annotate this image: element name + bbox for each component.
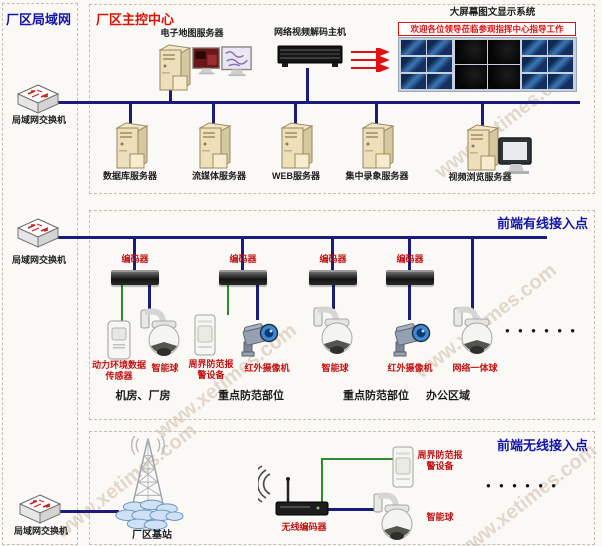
server-tower-icon	[461, 122, 501, 174]
arrows-icon	[349, 48, 391, 72]
server-link	[375, 101, 378, 124]
server-tower-icon	[110, 120, 150, 172]
lan-column-box	[2, 3, 78, 545]
camera-link	[148, 283, 151, 311]
map-server-label: 电子地图服务器	[160, 28, 224, 38]
server-label: 视频浏览服务器	[448, 172, 512, 182]
server-tower-icon	[356, 120, 396, 172]
wired-access-box	[89, 210, 595, 420]
lan-switch-icon	[16, 84, 60, 114]
encoder-label: 编码器	[229, 254, 257, 264]
decoder-link	[306, 68, 309, 102]
encoder-link	[241, 236, 244, 270]
wired-bus-line	[47, 236, 547, 239]
encoder-label: 编码器	[121, 254, 149, 264]
encoder-link	[408, 236, 411, 270]
device-label: 智能球	[151, 363, 179, 373]
wireless-alarm-link	[321, 459, 323, 506]
display-wall-title: 大屏幕图文显示系统	[449, 7, 536, 18]
switch-label: 局域网交换机	[11, 115, 66, 125]
base-station-label: 厂区基站	[132, 530, 172, 541]
welcome-banner: 欢迎各位领导莅临参观指挥中心指导工作	[398, 22, 576, 36]
server-link	[294, 101, 297, 124]
decoder-rack-icon	[276, 42, 344, 70]
decoder-label: 网络视频解码主机	[273, 27, 346, 37]
dome-camera-icon	[372, 492, 418, 544]
control-center-title: 厂区主控中心	[96, 12, 175, 27]
switch-label: 局域网交换机	[13, 526, 68, 536]
monitor-red-icon	[192, 47, 221, 76]
encoder-icon	[111, 270, 159, 285]
lan-switch-icon	[16, 218, 60, 248]
device-label: 红外摄像机	[244, 363, 290, 373]
base-station-icon	[112, 436, 184, 532]
switch-label: 局域网交换机	[11, 255, 66, 265]
wireless-section-title: 前端无线接入点	[496, 438, 588, 453]
control-center-box	[89, 4, 595, 194]
device-label: 智能球	[321, 363, 349, 373]
server-label: WEB服务器	[272, 171, 320, 181]
encoder-link	[331, 236, 334, 270]
device-label: 动力环境数据传感器	[92, 360, 147, 381]
encoder-icon	[219, 270, 267, 285]
monitor-plain-icon	[497, 136, 537, 176]
sensor-icon	[106, 320, 132, 360]
dome-camera-label: 智能球	[426, 512, 454, 522]
map-server-link	[169, 86, 172, 102]
server-tower-icon	[153, 42, 193, 94]
server-link	[212, 101, 215, 124]
ellipsis-dots: ● ● ● ● ● ●	[505, 326, 579, 335]
device-label: 周界防范报警设备	[188, 359, 234, 380]
lan-title: 厂区局域网	[6, 12, 72, 27]
device-label: 网络一体球	[452, 363, 498, 373]
ir-camera-icon	[390, 318, 432, 358]
sensor-alarm-link	[121, 283, 123, 321]
area-label: 机房、厂房	[115, 390, 171, 402]
encoder-label: 编码器	[396, 254, 424, 264]
camera-link	[256, 283, 259, 320]
server-label: 数据库服务器	[102, 171, 157, 181]
camera-link	[408, 283, 411, 320]
server-label: 流媒体服务器	[191, 171, 246, 181]
encoder-link	[133, 236, 136, 270]
sensor-alarm-link	[227, 283, 229, 315]
dome-camera-icon	[312, 306, 358, 358]
dome-camera-icon	[139, 308, 185, 360]
wired-section-title: 前端有线接入点	[496, 216, 588, 231]
dome-camera-icon	[452, 306, 498, 358]
area-label: 重点防范部位	[218, 390, 284, 402]
network-dome-link	[471, 236, 474, 310]
ir-camera-icon	[238, 318, 280, 358]
encoder-icon	[386, 270, 434, 285]
top-bus-line	[47, 101, 580, 104]
encoder-label: 编码器	[319, 254, 347, 264]
server-tower-icon	[193, 120, 233, 172]
server-link	[481, 101, 484, 126]
perimeter-alarm-label: 周界防范报警设备	[417, 450, 463, 471]
wifi-router-icon	[258, 462, 330, 522]
wireless-camera-link	[325, 508, 377, 511]
server-label: 集中录象服务器	[345, 171, 409, 181]
server-tower-icon	[275, 120, 315, 172]
encoder-icon	[309, 270, 357, 285]
lan-switch-icon	[18, 494, 62, 524]
area-label: 办公区域	[426, 390, 470, 402]
server-link	[129, 101, 132, 124]
camera-link	[332, 283, 335, 309]
area-label: 重点防范部位	[343, 390, 409, 402]
base-station-link	[57, 510, 119, 513]
ellipsis-dots: ● ● ● ● ● ●	[486, 481, 560, 490]
video-wall-icon	[398, 37, 577, 92]
alarm-box-icon	[391, 446, 415, 488]
wireless-alarm-link	[321, 458, 393, 460]
wireless-access-box	[89, 431, 595, 545]
device-label: 红外摄像机	[387, 363, 433, 373]
wireless-encoder-label: 无线编码器	[281, 522, 327, 532]
alarm-box-icon	[193, 314, 217, 356]
monitor-map-icon	[221, 46, 253, 78]
